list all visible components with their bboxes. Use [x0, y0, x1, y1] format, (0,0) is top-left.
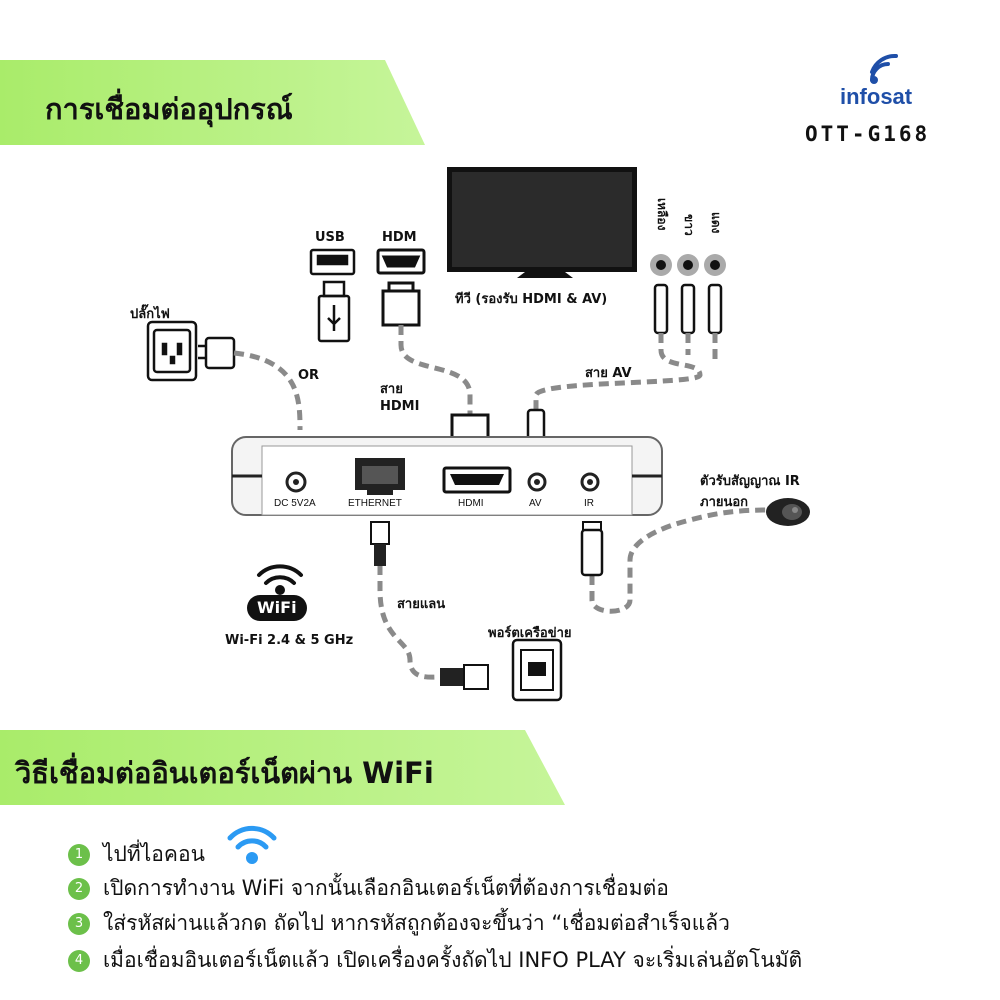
port-label-hdmi: HDMI [458, 498, 484, 509]
power-plug-icon [198, 336, 236, 370]
page-title: การเชื่อมต่ออุปกรณ์ [45, 92, 293, 126]
hdmi-cable-label-1: สาย [380, 382, 403, 397]
step-text: เปิดการทำงาน WiFi จากนั้นเลือกอินเตอร์เน… [103, 876, 669, 900]
port-label-ethernet: ETHERNET [348, 498, 402, 509]
network-port-label: พอร์ตเครือข่าย [488, 626, 572, 641]
wifi-badge-text: WiFi [257, 598, 297, 617]
power-cable [233, 350, 303, 431]
tv-label: ทีวี (รองรับ HDMI & AV) [455, 292, 608, 307]
port-label-dc: DC 5V2A [274, 498, 316, 509]
wifi-logo-icon [257, 564, 303, 595]
step-4: 4 เมื่อเชื่อมอินเตอร์เน็ตแล้ว เปิดเครื่อง… [68, 944, 802, 977]
step-1: 1 ไปที่ไอคอน [68, 838, 205, 871]
step-text: เมื่อเชื่อมอินเตอร์เน็ตแล้ว เปิดเครื่องค… [103, 948, 803, 972]
rca-label-white: ขาว [682, 214, 696, 236]
wifi-section-title: วิธีเชื่อมต่ออินเตอร์เน็ตผ่าน WiFi [15, 756, 434, 790]
wifi-badge [247, 595, 307, 621]
brand-logo: infosat [840, 84, 913, 109]
rca-label-red: แดง [709, 212, 723, 234]
port-label-av: AV [529, 498, 542, 509]
usb-stick-icon [317, 280, 351, 343]
wifi-icon [227, 825, 277, 864]
usb-port-icon [309, 248, 356, 276]
brand-wifi-icon [870, 53, 898, 84]
tv-icon [447, 167, 637, 278]
power-label: ปลั๊กไฟ [130, 307, 170, 322]
ethernet-plug-icon [370, 521, 390, 566]
step-3: 3 ใส่รหัสผ่านแล้วกด ถัดไป หากรหัสถูกต้องจ… [68, 907, 730, 940]
network-wall-port-icon [511, 638, 563, 702]
step-number: 4 [68, 949, 90, 972]
rca-plugs-icon [653, 283, 723, 335]
av-cable [533, 333, 718, 410]
wifi-section-banner [0, 730, 565, 805]
power-outlet-icon [146, 320, 198, 382]
lan-cable [377, 565, 441, 680]
wifi-label: Wi-Fi 2.4 & 5 GHz [225, 633, 354, 648]
ir-sensor-icon [766, 498, 810, 526]
ethernet-plug-end-icon [440, 664, 489, 690]
lan-label: สายแลน [397, 597, 446, 612]
hdmi-plug-icon [381, 281, 421, 327]
header-banner [0, 60, 425, 145]
usb-label: USB [315, 230, 345, 245]
ir-label-1: ตัวรับสัญญาณ IR [700, 474, 800, 489]
ir-plug-icon [580, 521, 604, 577]
av-cable-label: สาย AV [585, 366, 632, 381]
ir-label-2: ภายนอก [700, 495, 749, 510]
hdmi-top-label: HDM [382, 230, 417, 245]
cables [233, 325, 771, 680]
step-text: ไปที่ไอคอน [103, 842, 205, 866]
hdmi-cable-label-2: HDMI [380, 399, 420, 414]
step-text: ใส่รหัสผ่านแล้วกด ถัดไป หากรหัสถูกต้องจะ… [103, 911, 730, 935]
port-label-ir: IR [584, 498, 594, 509]
hdmi-port-icon [376, 248, 426, 275]
step-number: 2 [68, 877, 90, 900]
ott-box [231, 436, 663, 516]
hdmi-cable [398, 325, 473, 415]
step-2: 2 เปิดการทำงาน WiFi จากนั้นเลือกอินเตอร์เ… [68, 872, 669, 905]
rca-jacks-icon [650, 254, 726, 276]
rca-label-yellow: เหลือง [655, 198, 669, 231]
ir-cable [589, 507, 771, 614]
step-number: 1 [68, 843, 90, 866]
model-name: OTT-G168 [805, 122, 931, 146]
step-number: 3 [68, 912, 90, 935]
or-label: OR [298, 368, 320, 383]
